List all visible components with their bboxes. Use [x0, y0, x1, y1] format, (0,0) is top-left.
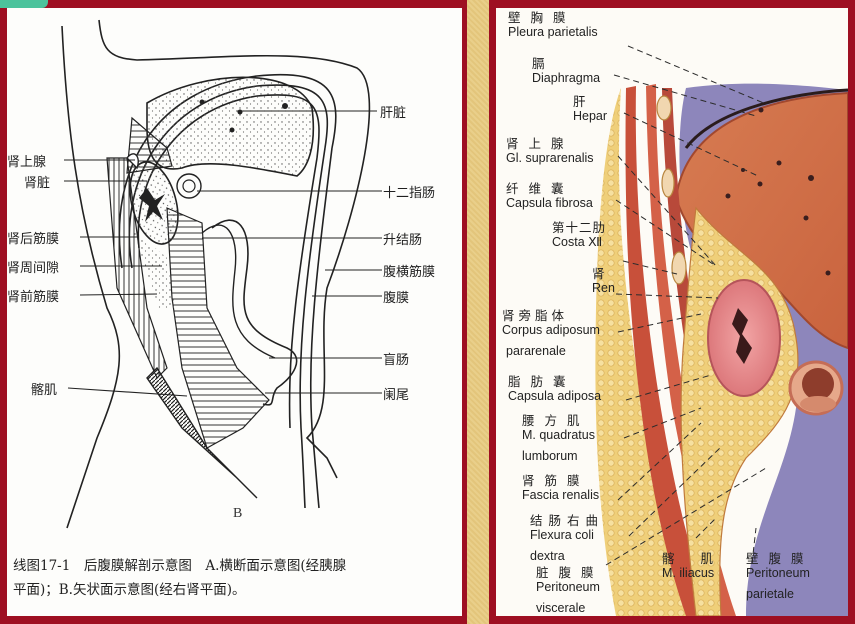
label-peritoneum-viscerale: 脏腹膜 Peritoneum viscerale	[536, 565, 604, 615]
label-costa-xii: 第十二肋 Costa Ⅻ	[552, 220, 607, 249]
sagittal-line-diagram	[61, 19, 382, 529]
label-peritoneum: 腹膜	[383, 291, 410, 306]
figure-letter: B	[233, 506, 243, 521]
label-hepar: 肝 Hepar	[573, 94, 608, 123]
label-posterior-renal-fascia: 肾后筋膜	[7, 232, 60, 247]
label-adrenal-gland: 肾上腺	[7, 155, 47, 170]
label-flexura-coli-dextra: 结肠右曲 Flexura coli dextra	[530, 513, 605, 563]
label-perirenal-space: 肾周间隙	[7, 261, 60, 276]
label-capsula-adiposa: 脂肪囊 Capsula adiposa	[508, 374, 602, 403]
label-capsula-fibrosa: 纤维囊 Capsula fibrosa	[506, 181, 593, 210]
label-ascending-colon: 升结肠	[383, 233, 423, 248]
label-fascia-renalis: 肾筋膜 Fascia renalis	[522, 473, 600, 502]
book-spine	[465, 0, 491, 624]
label-duodenum: 十二指肠	[383, 186, 436, 201]
figure-caption: 线图17-1 后腹膜解剖示意图 A.横断面示意图(经胰腺 平面)；B.矢状面示意…	[13, 554, 462, 602]
label-peritoneum-parietale: 壁腹膜 Peritoneum parietale	[746, 551, 814, 601]
caption-line-1: 线图17-1 后腹膜解剖示意图 A.横断面示意图(经胰腺	[13, 558, 347, 574]
label-ren: 肾 Ren	[592, 266, 615, 295]
label-kidney: 肾脏	[24, 176, 51, 191]
caption-line-2: 平面)；B.矢状面示意图(经右肾平面)。	[13, 582, 246, 598]
label-diaphragma: 膈 Diaphragma	[532, 56, 601, 85]
right-page-anatomy-illustration: 壁胸膜 Pleura parietalis 膈 Diaphragma 肝 Hep…	[496, 8, 848, 616]
label-m-quadratus-lumborum: 腰方肌 M. quadratus lumborum	[522, 413, 595, 463]
spine-edge	[489, 0, 494, 624]
label-gl-suprarenalis: 肾上腺 Gl. suprarenalis	[506, 136, 594, 165]
color-anatomy-illustration	[595, 45, 848, 616]
label-corpus-adiposum-pararenale: 肾旁脂体 Corpus adiposum pararenale	[502, 308, 600, 358]
left-page-sagittal-diagram: 肾上腺 肾脏 肾后筋膜 肾周间隙 肾前筋膜 髂肌 肝脏 十二指肠 升结肠 腹横筋…	[7, 8, 462, 616]
label-liver: 肝脏	[380, 106, 407, 121]
label-pleura-parietalis: 壁胸膜 Pleura parietalis	[508, 10, 598, 39]
label-m-iliacus: 髂肌 M. iliacus	[662, 551, 740, 580]
label-transversalis-fascia: 腹横筋膜	[383, 265, 436, 280]
label-appendix: 阑尾	[383, 388, 410, 403]
spine-edge	[462, 0, 467, 624]
label-cecum: 盲肠	[383, 353, 410, 368]
label-anterior-renal-fascia: 肾前筋膜	[7, 290, 60, 305]
corner-tab	[0, 0, 48, 8]
label-iliacus: 髂肌	[31, 383, 58, 398]
